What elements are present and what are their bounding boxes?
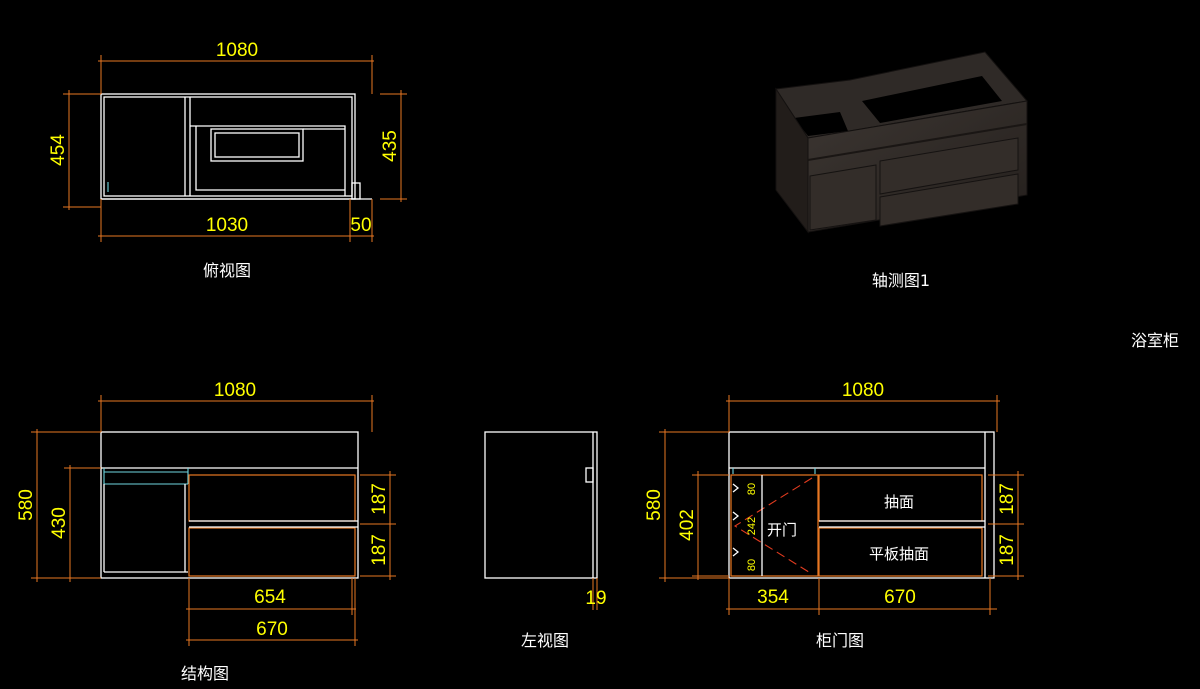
- structure-outline: [100, 431, 359, 579]
- door-total-height-label: 580: [644, 489, 665, 521]
- door-open-label: 开门: [767, 521, 797, 539]
- structure-inner-height-label: 430: [49, 507, 70, 539]
- door-dimensions: 1080 580 402 80 242 80 187 187 354 670: [644, 380, 1024, 615]
- structure-drawer-lower-label: 187: [369, 534, 390, 566]
- structure-drawer-upper-label: 187: [369, 483, 390, 515]
- door-gap-top-label: 80: [746, 483, 758, 495]
- top-overhang-label: 50: [350, 215, 371, 236]
- door-width-label: 1080: [842, 380, 884, 401]
- door-drawer-width-label: 670: [884, 587, 916, 608]
- structure-height-label: 580: [16, 489, 37, 521]
- top-width-label: 1080: [216, 40, 258, 61]
- top-bottom-width-label: 1030: [206, 215, 248, 236]
- left-view-caption: 左视图: [521, 631, 569, 650]
- isometric-caption: 轴测图1: [872, 271, 930, 290]
- door-view: 1080 580 402 80 242 80 187 187 354 670 开…: [644, 380, 1024, 650]
- structure-front-width-label: 654: [254, 587, 286, 608]
- door-gap-bottom-label: 80: [746, 559, 758, 571]
- top-depth-right-label: 435: [380, 130, 401, 162]
- structure-drawer-width-label: 670: [256, 619, 288, 640]
- drawer-face-label: 抽面: [884, 493, 914, 511]
- structure-width-label: 1080: [214, 380, 256, 401]
- isometric-cabinet: [775, 51, 1028, 234]
- structure-dimensions: 1080 580 430 187 187 654 670: [16, 380, 396, 646]
- door-mid-label: 242: [746, 517, 758, 535]
- isometric-view: 轴测图1: [775, 51, 1028, 290]
- structure-view: 1080 580 430 187 187 654 670 结构图: [16, 380, 396, 683]
- structure-caption: 结构图: [181, 664, 229, 683]
- door-leaf-width-label: 354: [757, 587, 789, 608]
- flat-drawer-face-label: 平板抽面: [869, 545, 929, 563]
- door-drawer-upper-label: 187: [997, 483, 1018, 515]
- left-view-outline: [484, 431, 598, 579]
- top-view: 1080 454 435 1030 50 俯视图: [48, 40, 407, 280]
- left-view: 19 左视图: [484, 431, 607, 650]
- top-view-dimensions: 1080 454 435 1030 50: [48, 40, 407, 242]
- top-view-outline: [100, 93, 372, 200]
- drawing-title: 浴室柜: [1131, 331, 1179, 350]
- top-depth-left-label: 454: [48, 134, 69, 166]
- top-view-caption: 俯视图: [203, 261, 251, 280]
- door-view-caption: 柜门图: [816, 631, 864, 650]
- door-outline: [728, 431, 995, 579]
- door-height-label: 402: [677, 509, 698, 541]
- left-thickness-label: 19: [585, 588, 606, 609]
- door-drawer-lower-label: 187: [997, 534, 1018, 566]
